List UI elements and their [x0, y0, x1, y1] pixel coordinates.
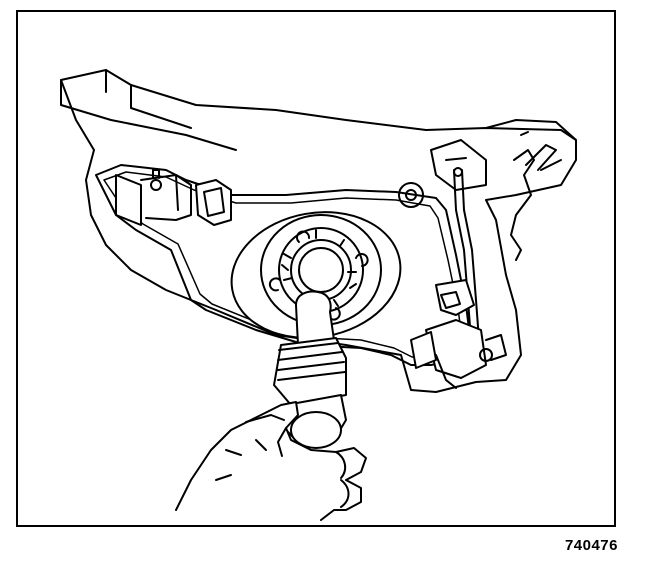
- hand-icon: [175, 401, 367, 521]
- headlamp-diagram: [60, 69, 577, 521]
- figure-id-label: 740476: [564, 537, 618, 554]
- bulb-socket-icon: [230, 211, 402, 449]
